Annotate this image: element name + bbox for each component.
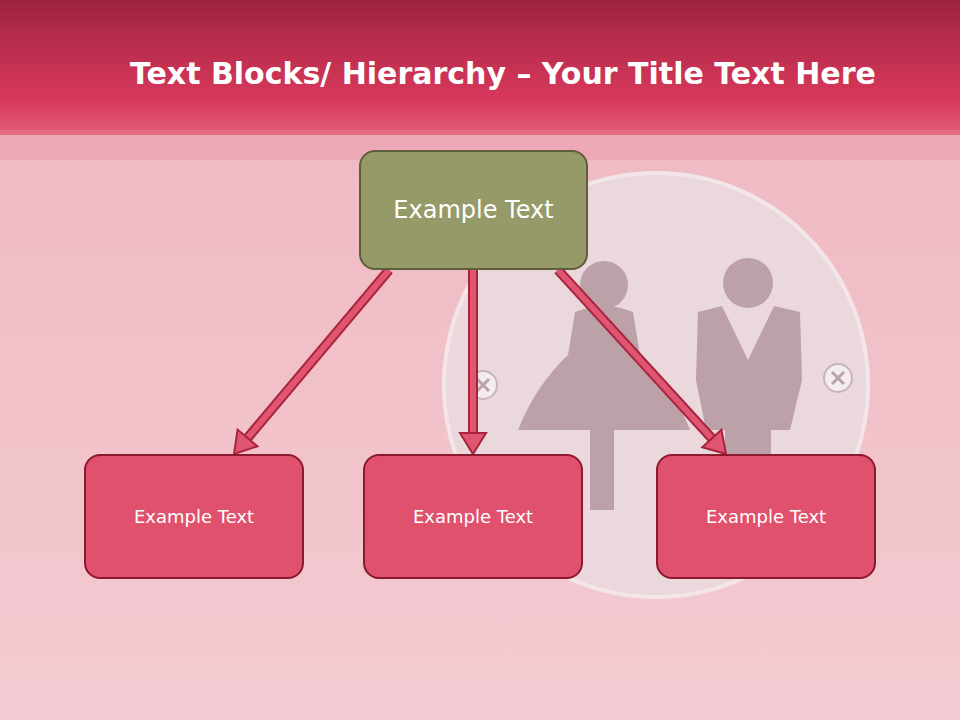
screw: [824, 364, 852, 392]
arrow-shaft: [558, 270, 712, 438]
top-box: Example Text: [359, 150, 588, 270]
title-band: [0, 0, 960, 135]
arrow-outline: [468, 270, 478, 433]
box-text: Example Text: [134, 506, 254, 527]
arrow-connector: [473, 270, 474, 433]
arrow-outline: [558, 270, 712, 438]
box-text: Example Text: [393, 196, 553, 224]
box-text: Example Text: [706, 506, 826, 527]
child-box: Example Text: [84, 454, 304, 579]
child-box: Example Text: [363, 454, 583, 579]
slide-title: Text Blocks/ Hierarchy – Your Title Text…: [130, 56, 876, 91]
arrow-outline: [248, 270, 389, 438]
arrow-shaft: [470, 270, 476, 433]
arrow-connector: [248, 270, 389, 438]
child-box: Example Text: [656, 454, 876, 579]
box-text: Example Text: [413, 506, 533, 527]
arrow-connector: [558, 270, 712, 438]
arrow-shaft: [248, 270, 389, 438]
